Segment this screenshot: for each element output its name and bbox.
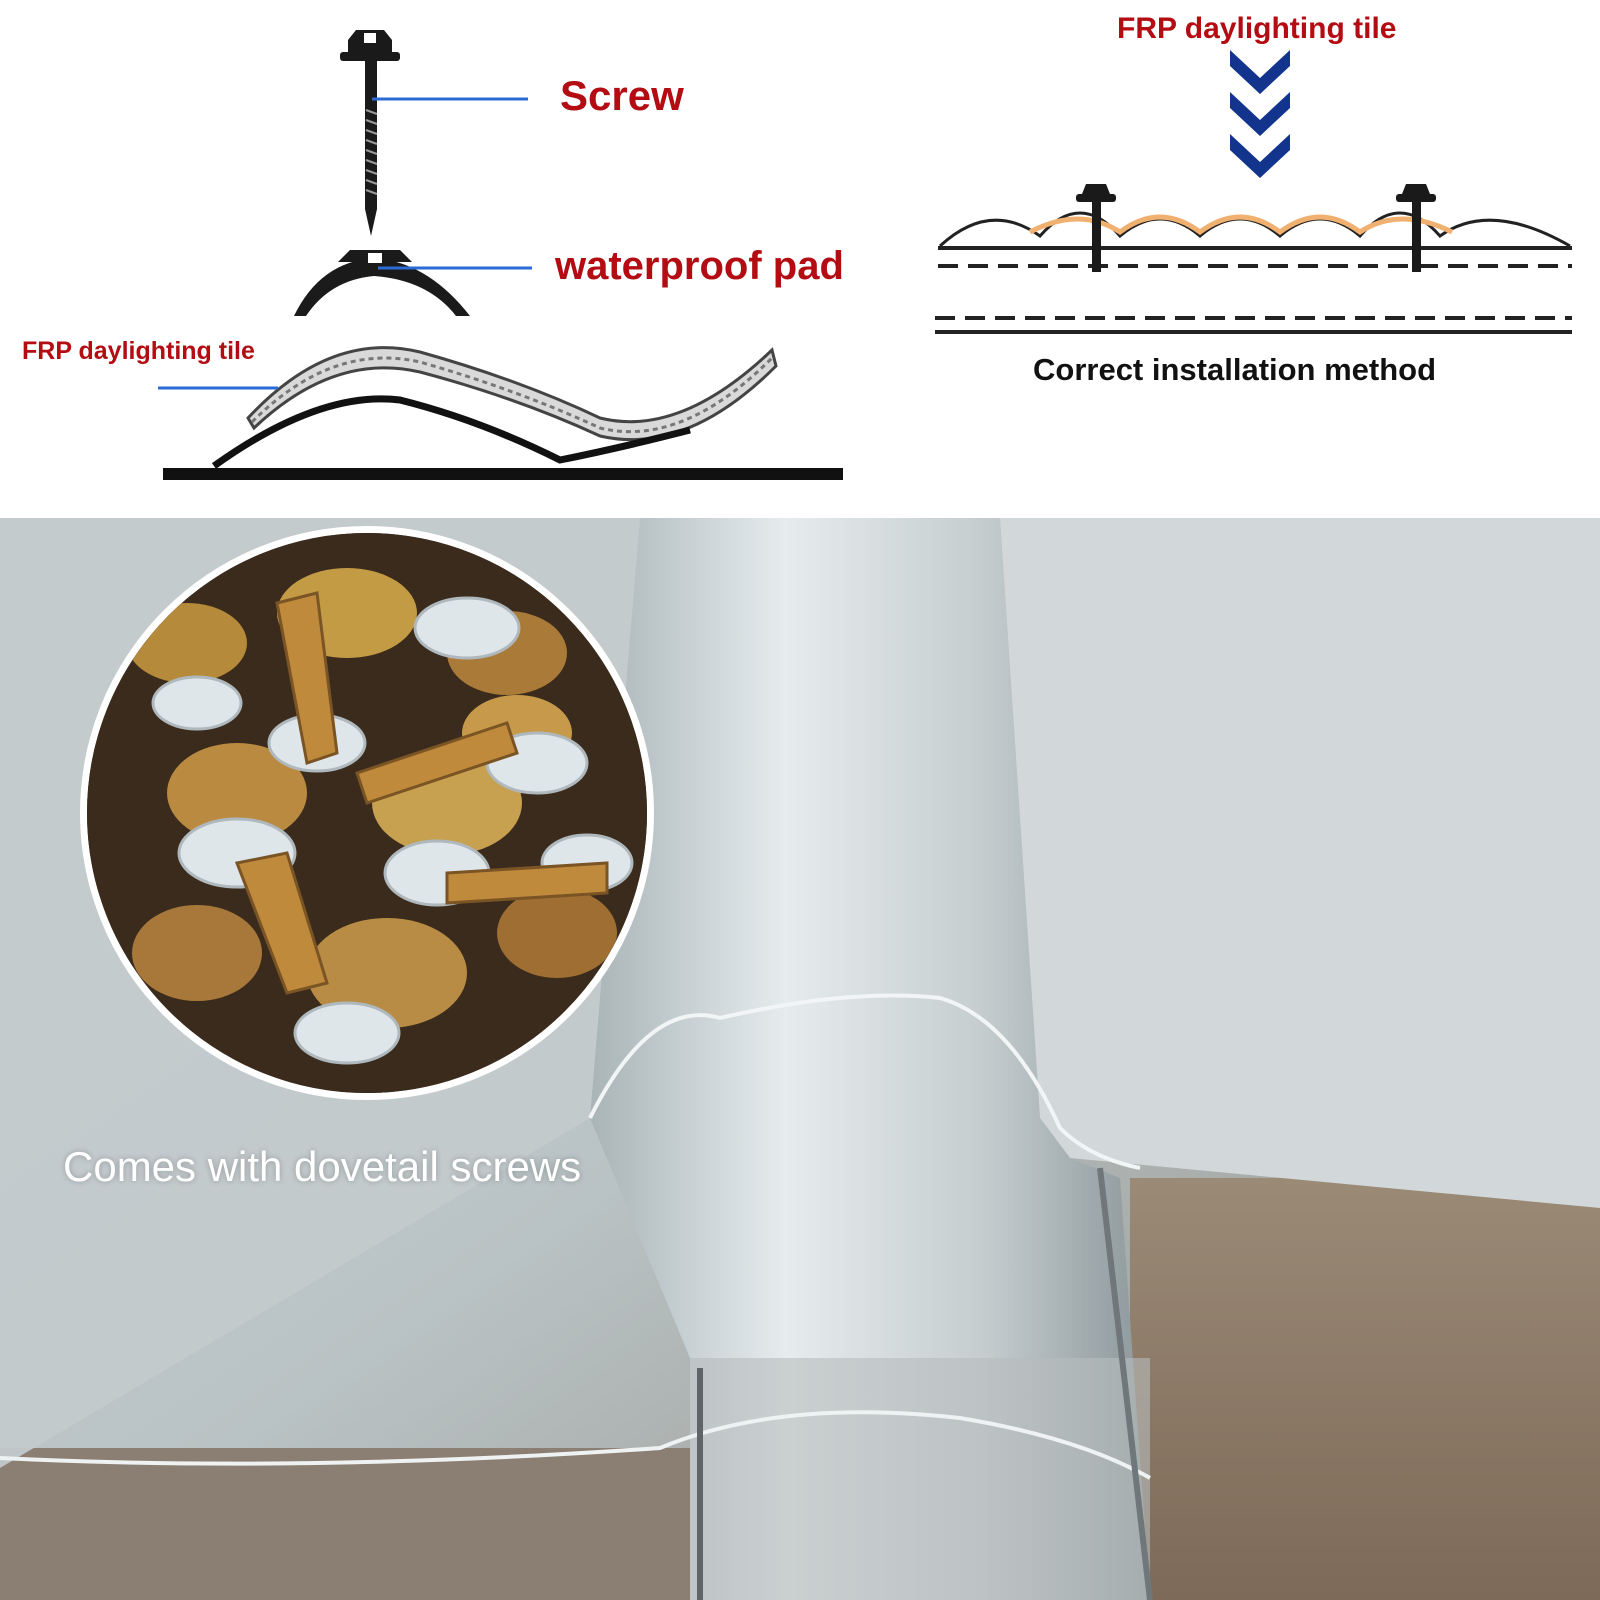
waterproof-pad-label: waterproof pad xyxy=(555,244,844,288)
screw-icon xyxy=(340,30,400,236)
installation-diagram: Screw waterproof pad FRP daylighting til… xyxy=(0,0,1600,518)
left-installed-screw-icon xyxy=(1076,184,1116,272)
diagram-drawing xyxy=(158,30,1572,480)
screw-label: Screw xyxy=(560,72,684,119)
waterproof-pad-icon xyxy=(294,250,470,316)
frp-tile-label-right: FRP daylighting tile xyxy=(1117,12,1397,45)
right-installed-screw-icon xyxy=(1396,184,1436,272)
screws-inset-photo xyxy=(80,526,654,1100)
frp-tile-section-icon xyxy=(163,346,843,480)
frp-tile-label-left: FRP daylighting tile xyxy=(22,337,255,365)
screws-pile-icon xyxy=(87,533,647,1093)
down-arrow-icon xyxy=(1230,50,1290,178)
dovetail-screws-caption: Comes with dovetail screws xyxy=(63,1143,582,1190)
installation-cross-section xyxy=(935,211,1572,334)
installation-caption: Correct installation method xyxy=(1033,352,1437,387)
